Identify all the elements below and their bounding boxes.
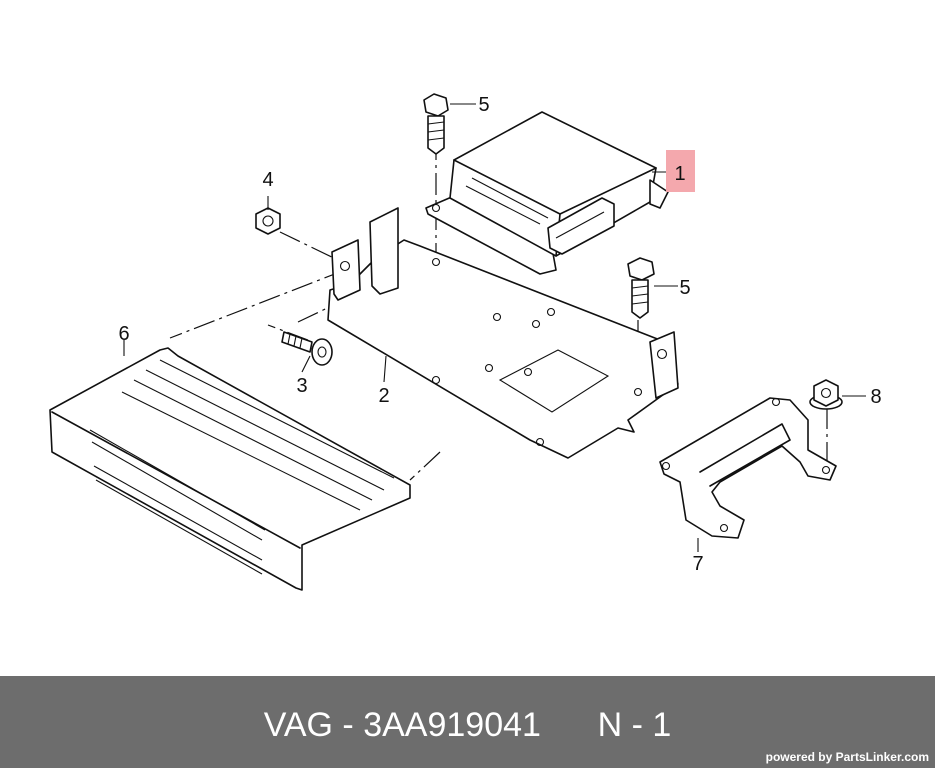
callout-1-highlight <box>666 150 695 192</box>
bolt-part-5-upper <box>423 93 449 155</box>
leader-lines <box>123 103 866 552</box>
mounting-plate-part-2 <box>327 207 679 459</box>
footer-bar: VAG - 3AA919041 N - 1 powered by PartsLi… <box>0 676 935 768</box>
callout-7: 7 <box>692 553 703 575</box>
cover-plate-part-6 <box>49 347 411 591</box>
nut-part-4 <box>255 207 281 235</box>
callout-1: 1 <box>674 163 685 185</box>
callout-5-lower: 5 <box>679 277 690 299</box>
bolt-part-5-lower <box>627 257 655 319</box>
part-number-label: VAG - 3AA919041 N - 1 <box>263 706 672 744</box>
callout-2: 2 <box>378 385 389 407</box>
callout-6: 6 <box>118 323 129 345</box>
parts-diagram: 1 2 3 4 5 5 6 7 8 <box>49 93 882 591</box>
callout-4: 4 <box>262 169 273 191</box>
callout-5-upper: 5 <box>478 94 489 116</box>
screw-part-3 <box>281 331 333 366</box>
control-unit-part-1 <box>425 111 669 275</box>
callouts: 1 2 3 4 5 5 6 7 8 <box>118 94 881 575</box>
partslinker-credit: powered by PartsLinker.com <box>765 750 929 764</box>
bracket-part-7 <box>659 397 837 539</box>
callout-8: 8 <box>870 386 881 408</box>
callout-3: 3 <box>296 375 307 397</box>
flange-nut-part-8 <box>809 379 843 410</box>
